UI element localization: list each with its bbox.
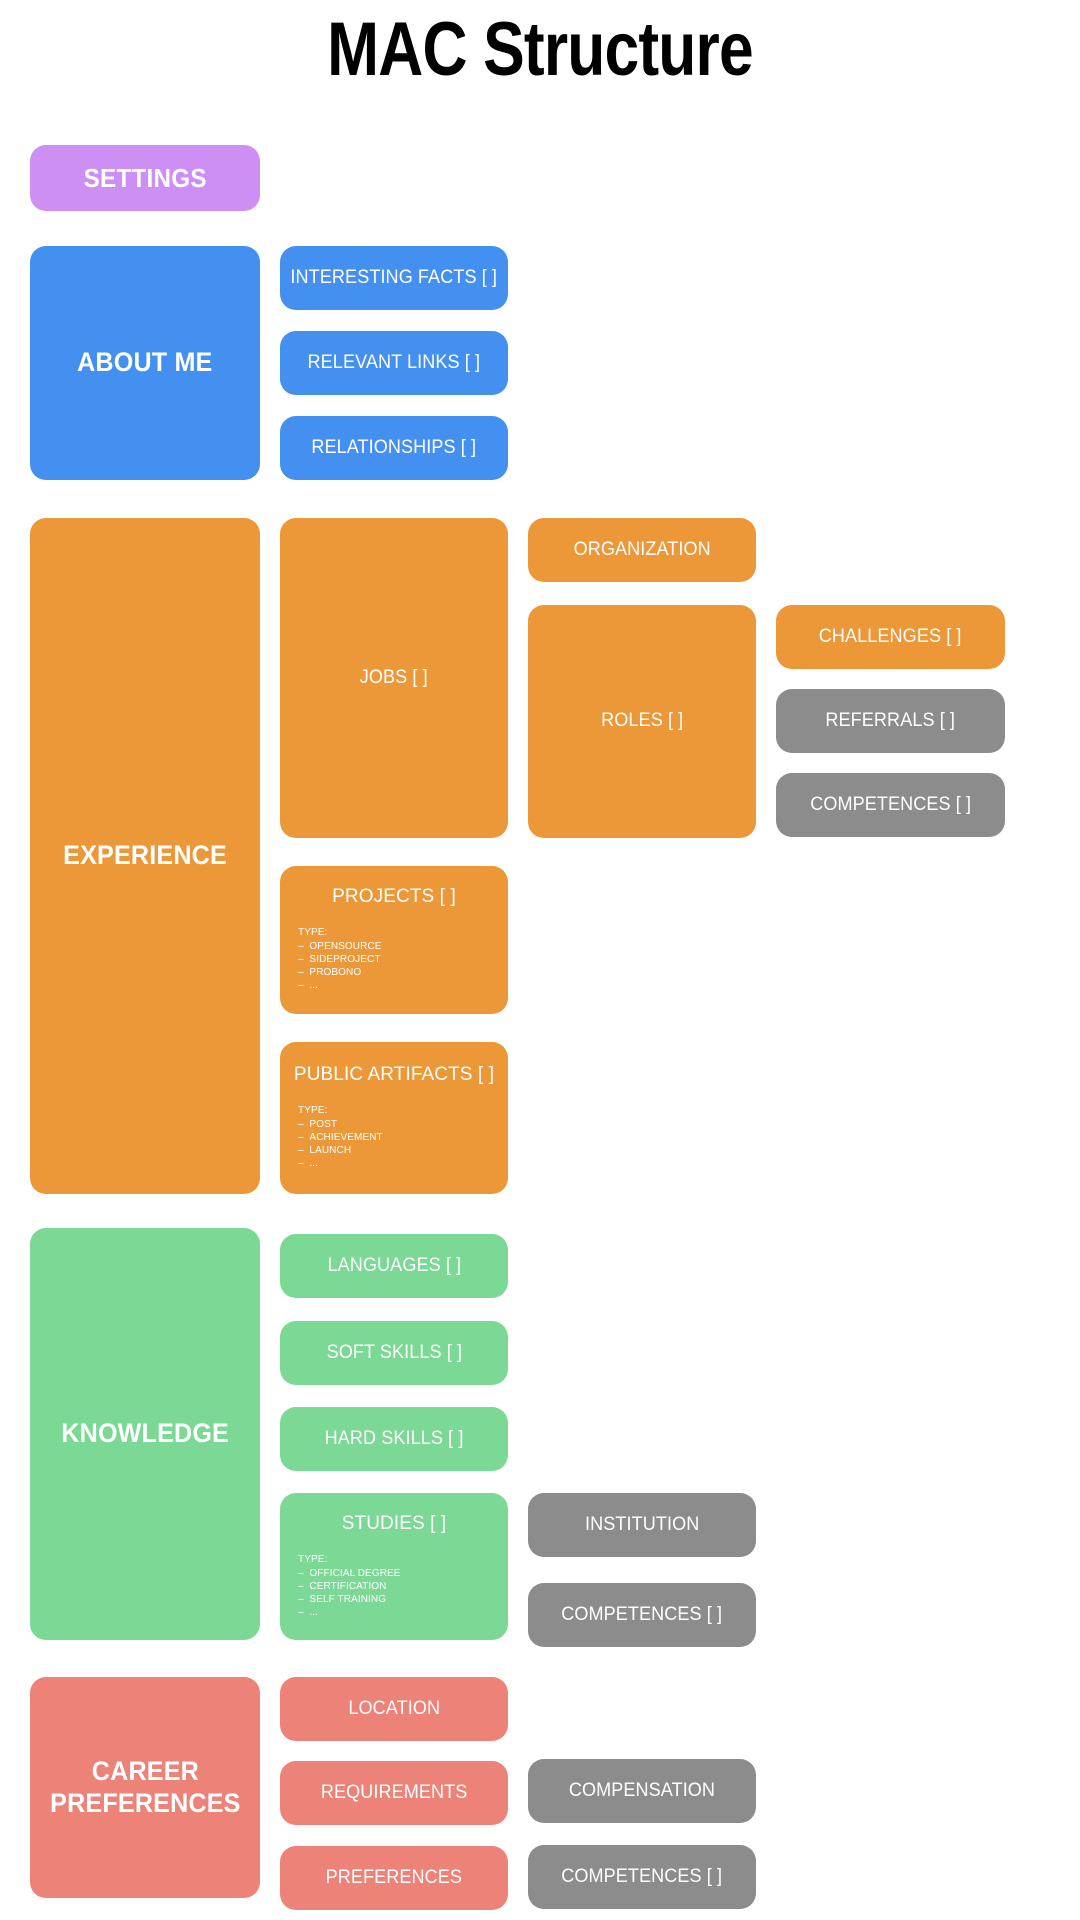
section-experience-label: EXPERIENCE xyxy=(63,840,227,871)
about-me-child-interesting-facts-label: INTERESTING FACTS [ ] xyxy=(290,266,498,288)
experience-node-referrals-label: REFERRALS [ ] xyxy=(825,709,956,731)
career-preferences-child-requirements[interactable]: REQUIREMENTS xyxy=(280,1761,508,1825)
career-preferences-child-location-label: LOCATION xyxy=(348,1697,440,1719)
studies-type-item: – CERTIFICATION xyxy=(298,1581,387,1592)
section-about-me[interactable]: ABOUT ME xyxy=(30,246,260,480)
career-preferences-child-preferences[interactable]: PREFERENCES xyxy=(280,1846,508,1910)
public-artifacts-type-list: TYPE: – POST – ACHIEVEMENT – LAUNCH – ..… xyxy=(280,1086,508,1170)
knowledge-child-studies[interactable]: STUDIES [ ] TYPE: – OFFICIAL DEGREE – CE… xyxy=(280,1493,508,1640)
public-artifacts-type-item: – ... xyxy=(298,1157,319,1169)
studies-type-item: – ... xyxy=(298,1606,319,1618)
experience-node-competences-label: COMPETENCES [ ] xyxy=(810,793,971,815)
experience-node-challenges-label: CHALLENGES [ ] xyxy=(819,625,962,647)
career-preferences-grandchild-competences[interactable]: COMPETENCES [ ] xyxy=(528,1845,756,1909)
experience-grandchild-organization[interactable]: ORGANIZATION xyxy=(528,518,756,582)
experience-node-challenges[interactable]: CHALLENGES [ ] xyxy=(776,605,1005,669)
section-knowledge[interactable]: KNOWLEDGE xyxy=(30,1228,260,1640)
projects-type-item: – OPENSOURCE xyxy=(298,941,382,953)
experience-child-projects-label: PROJECTS [ ] xyxy=(332,886,456,907)
experience-grandchild-roles[interactable]: ROLES [ ] xyxy=(528,605,756,838)
public-artifacts-type-item: – POST xyxy=(298,1119,338,1131)
studies-type-item: – OFFICIAL DEGREE xyxy=(298,1568,401,1580)
experience-grandchild-roles-label: ROLES [ ] xyxy=(600,710,684,732)
section-career-preferences[interactable]: CAREER PREFERENCES xyxy=(30,1677,260,1898)
knowledge-grandchild-institution[interactable]: INSTITUTION xyxy=(528,1493,756,1557)
projects-type-item: – PROBONO xyxy=(298,966,362,978)
experience-grandchild-organization-label: ORGANIZATION xyxy=(573,538,711,560)
knowledge-child-soft-skills-label: SOFT SKILLS [ ] xyxy=(326,1341,462,1363)
studies-type-title: TYPE: xyxy=(298,1554,328,1566)
knowledge-child-languages-label: LANGUAGES [ ] xyxy=(327,1254,461,1276)
experience-child-projects[interactable]: PROJECTS [ ] TYPE: – OPENSOURCE – SIDEPR… xyxy=(280,866,508,1014)
about-me-child-relevant-links-label: RELEVANT LINKS [ ] xyxy=(307,351,481,373)
projects-type-title: TYPE: xyxy=(298,927,328,939)
knowledge-child-soft-skills[interactable]: SOFT SKILLS [ ] xyxy=(280,1321,508,1385)
knowledge-child-hard-skills[interactable]: HARD SKILLS [ ] xyxy=(280,1407,508,1471)
knowledge-grandchild-institution-label: INSTITUTION xyxy=(584,1513,700,1535)
studies-type-list: TYPE: – OFFICIAL DEGREE – CERTIFICATION … xyxy=(280,1535,508,1619)
experience-child-jobs[interactable]: JOBS [ ] xyxy=(280,518,508,838)
career-preferences-grandchild-compensation-label: COMPENSATION xyxy=(568,1779,716,1801)
public-artifacts-type-item: – ACHIEVEMENT xyxy=(298,1132,383,1143)
page-title: MAC Structure xyxy=(327,7,753,92)
career-preferences-grandchild-competences-label: COMPETENCES [ ] xyxy=(561,1865,723,1887)
experience-child-jobs-label: JOBS [ ] xyxy=(360,666,428,688)
knowledge-child-hard-skills-label: HARD SKILLS [ ] xyxy=(324,1427,464,1449)
career-preferences-label-line1: CAREER xyxy=(91,1755,199,1786)
section-knowledge-label: KNOWLEDGE xyxy=(61,1418,229,1449)
about-me-child-relationships[interactable]: RELATIONSHIPS [ ] xyxy=(280,416,508,480)
career-preferences-child-requirements-label: REQUIREMENTS xyxy=(320,1781,468,1803)
knowledge-child-languages[interactable]: LANGUAGES [ ] xyxy=(280,1234,508,1298)
studies-type-item: – SELF TRAINING xyxy=(298,1593,387,1605)
experience-child-public-artifacts[interactable]: PUBLIC ARTIFACTS [ ] TYPE: – POST – ACHI… xyxy=(280,1042,508,1194)
knowledge-child-studies-label: STUDIES [ ] xyxy=(341,1513,447,1534)
projects-type-item: – ... xyxy=(298,979,319,991)
section-career-preferences-label: CAREER PREFERENCES xyxy=(50,1756,240,1820)
experience-child-public-artifacts-label: PUBLIC ARTIFACTS [ ] xyxy=(293,1064,495,1085)
projects-type-item: – SIDEPROJECT xyxy=(298,954,381,965)
about-me-child-interesting-facts[interactable]: INTERESTING FACTS [ ] xyxy=(280,246,508,310)
career-preferences-label-line2: PREFERENCES xyxy=(49,1787,241,1818)
experience-node-referrals[interactable]: REFERRALS [ ] xyxy=(776,689,1005,753)
settings-label: SETTINGS xyxy=(83,162,207,193)
career-preferences-child-location[interactable]: LOCATION xyxy=(280,1677,508,1741)
experience-node-competences[interactable]: COMPETENCES [ ] xyxy=(776,773,1005,837)
projects-type-list: TYPE: – OPENSOURCE – SIDEPROJECT – PROBO… xyxy=(280,908,508,992)
settings-card[interactable]: SETTINGS xyxy=(30,145,260,211)
about-me-child-relationships-label: RELATIONSHIPS [ ] xyxy=(311,436,477,458)
section-about-me-label: ABOUT ME xyxy=(77,347,213,378)
career-preferences-child-preferences-label: PREFERENCES xyxy=(325,1866,463,1888)
about-me-child-relevant-links[interactable]: RELEVANT LINKS [ ] xyxy=(280,331,508,395)
public-artifacts-type-item: – LAUNCH xyxy=(298,1144,352,1156)
public-artifacts-type-title: TYPE: xyxy=(298,1105,328,1117)
career-preferences-grandchild-compensation[interactable]: COMPENSATION xyxy=(528,1759,756,1823)
knowledge-grandchild-competences-label: COMPETENCES [ ] xyxy=(561,1603,723,1625)
knowledge-grandchild-competences[interactable]: COMPETENCES [ ] xyxy=(528,1583,756,1647)
section-experience[interactable]: EXPERIENCE xyxy=(30,518,260,1194)
